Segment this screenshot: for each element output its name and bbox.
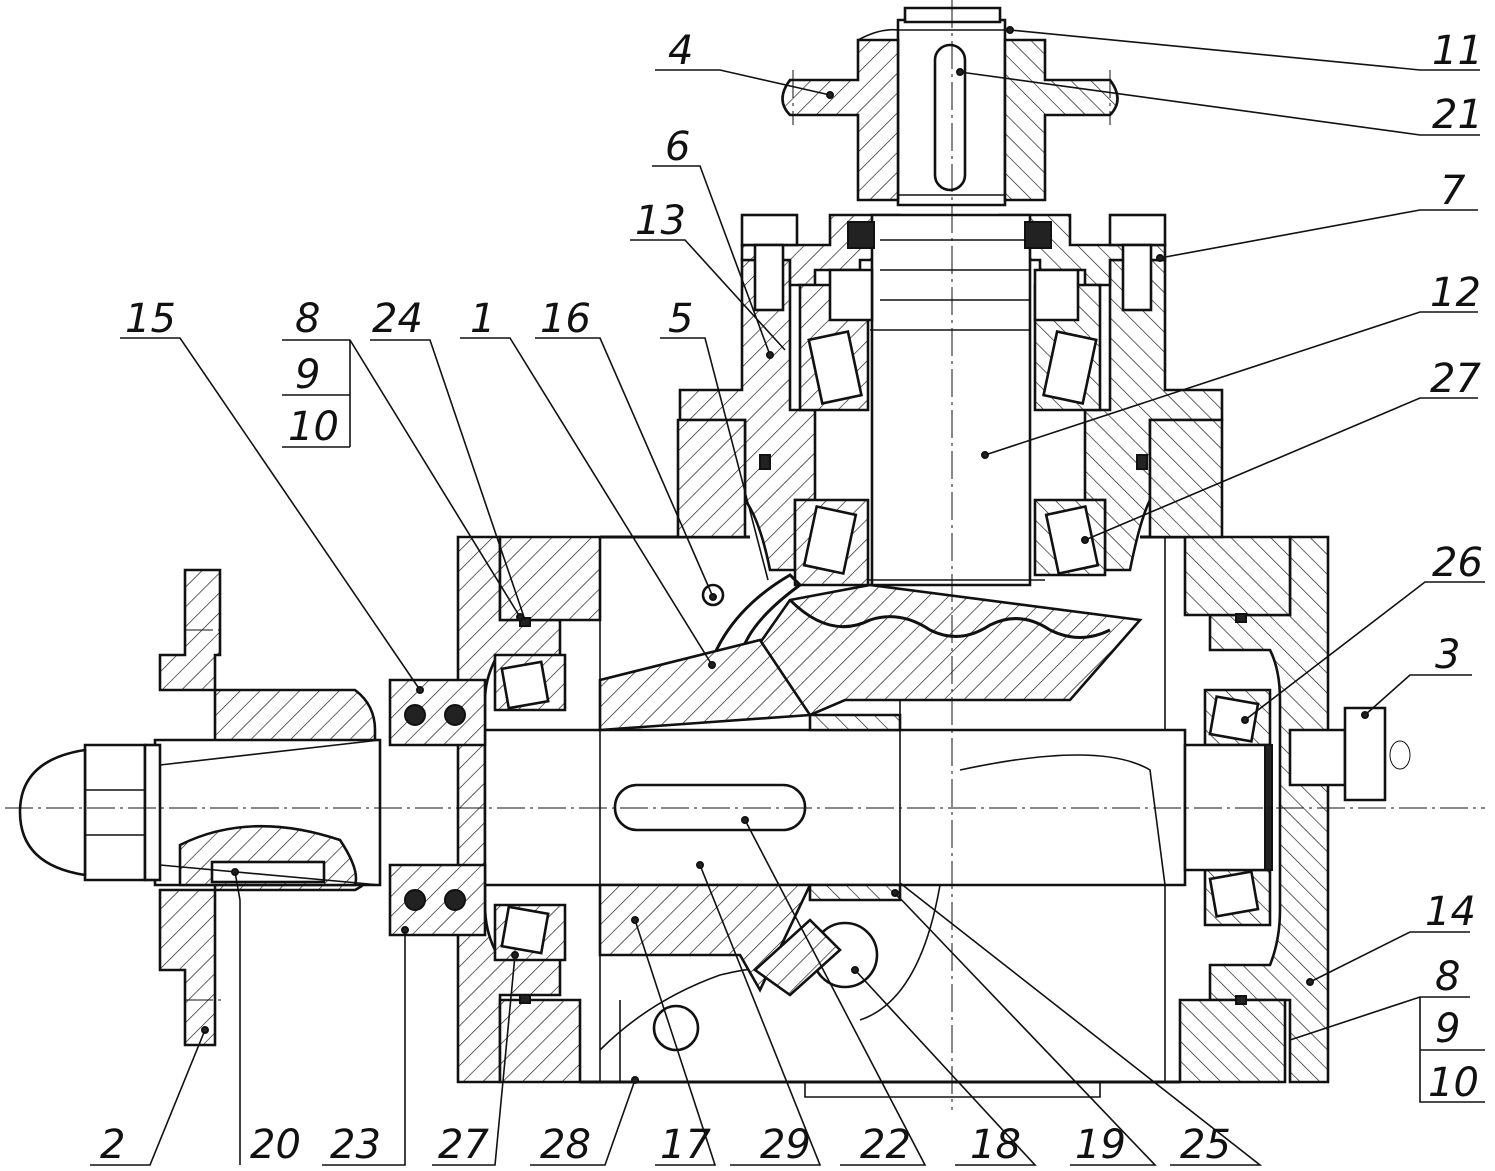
callout-labels: 4 11 21 6 7 13 12 27 15 8 9 10 24 1 16 5… — [100, 28, 1483, 1168]
callout-7: 7 — [1440, 168, 1466, 214]
callout-29: 29 — [760, 1122, 811, 1168]
callout-5: 5 — [668, 296, 693, 342]
callout-19: 19 — [1075, 1122, 1126, 1168]
callout-18: 18 — [970, 1122, 1021, 1168]
callout-22: 22 — [860, 1122, 911, 1168]
main-housing — [456, 535, 1330, 1098]
callout-23: 23 — [330, 1122, 381, 1168]
callout-8-bottom: 8 — [1435, 954, 1460, 1000]
callout-3: 3 — [1435, 632, 1460, 678]
callout-6: 6 — [665, 124, 690, 170]
callout-14: 14 — [1425, 889, 1476, 935]
callout-8-top: 8 — [295, 296, 320, 342]
callout-15: 15 — [125, 296, 176, 342]
callout-13: 13 — [635, 198, 686, 244]
callout-12: 12 — [1430, 270, 1481, 316]
callout-2: 2 — [100, 1122, 125, 1168]
callout-24: 24 — [372, 296, 423, 342]
callout-25: 25 — [1180, 1122, 1231, 1168]
centerlines — [5, 0, 1485, 1110]
callout-10-bottom: 10 — [1428, 1060, 1479, 1106]
callout-17: 17 — [660, 1122, 711, 1168]
callout-10-top: 10 — [288, 404, 339, 450]
callout-9-top: 9 — [295, 352, 320, 398]
vertical-shaft — [855, 6, 1045, 587]
callout-1: 1 — [470, 296, 495, 342]
callout-28: 28 — [540, 1122, 591, 1168]
callout-20: 20 — [250, 1122, 301, 1168]
top-sprocket — [781, 28, 1119, 202]
callout-27-bottom: 27 — [438, 1122, 489, 1168]
callout-21: 21 — [1432, 92, 1483, 138]
vertical-bearings — [793, 221, 1107, 587]
leader-lines — [90, 26, 1485, 1166]
bevel-gear — [701, 573, 1143, 717]
callout-26: 26 — [1432, 540, 1483, 586]
callout-27-top: 27 — [1430, 356, 1481, 402]
callout-11: 11 — [1432, 28, 1483, 74]
callout-9-bottom: 9 — [1435, 1006, 1460, 1052]
callout-16: 16 — [540, 296, 591, 342]
callout-4: 4 — [668, 28, 693, 74]
